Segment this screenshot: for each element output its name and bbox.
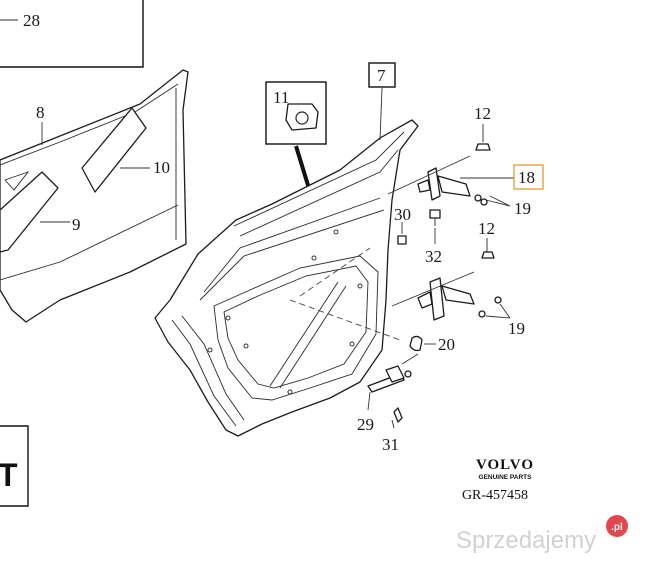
bolt-12-upper — [475, 124, 491, 151]
callout-8: 8 — [36, 103, 45, 122]
callout-12-upper: 12 — [474, 104, 491, 123]
watermark: Sprzedajemy .pl — [456, 515, 628, 554]
watermark-badge: .pl — [611, 522, 623, 533]
door-check-29 — [367, 353, 419, 393]
door-shell — [154, 119, 419, 437]
upper-hinge-18 — [417, 167, 471, 201]
volvo-branding: VOLVO GENUINE PARTS GR-457458 — [462, 457, 534, 503]
diagram-code: GR-457458 — [462, 488, 528, 503]
bolts-19-lower — [478, 296, 511, 319]
bolt-32 — [429, 209, 441, 226]
callout-box-11: 11 — [265, 81, 327, 145]
callout-19-lower: 19 — [508, 319, 525, 338]
bolt-12-lower — [481, 238, 495, 259]
callout-7: 7 — [377, 66, 386, 85]
watermark-text: Sprzedajemy — [456, 527, 596, 554]
callout-32: 32 — [425, 247, 442, 266]
pin-31 — [391, 407, 403, 429]
callout-18-highlight — [513, 164, 544, 190]
callout-19-upper: 19 — [514, 199, 531, 218]
callout-30: 30 — [394, 205, 411, 224]
callout-31: 31 — [382, 435, 399, 454]
insert-panel-9 — [0, 171, 59, 253]
nut-30 — [397, 235, 407, 245]
callout-9: 9 — [72, 215, 81, 234]
callout-box-partial: T — [0, 425, 29, 507]
insert-panel-10 — [81, 107, 147, 193]
watermark-badge-icon — [606, 515, 628, 537]
bump-stop-20 — [409, 335, 423, 352]
bolts-19-upper — [474, 194, 511, 207]
callout-box-7: 7 — [368, 62, 396, 88]
callout-12-lower: 12 — [478, 219, 495, 238]
brand-logo: VOLVO — [476, 457, 534, 473]
callout-box-28: 28 — [0, 0, 144, 68]
partial-box-letter: T — [0, 457, 18, 493]
callout-29: 29 — [357, 415, 374, 434]
lower-hinge — [417, 277, 475, 321]
callout-20: 20 — [438, 335, 455, 354]
callout-18: 18 — [518, 168, 535, 187]
callout-10: 10 — [153, 158, 170, 177]
callout-11: 11 — [273, 88, 289, 107]
brand-tagline: GENUINE PARTS — [479, 474, 533, 481]
callout-28: 28 — [23, 11, 40, 30]
